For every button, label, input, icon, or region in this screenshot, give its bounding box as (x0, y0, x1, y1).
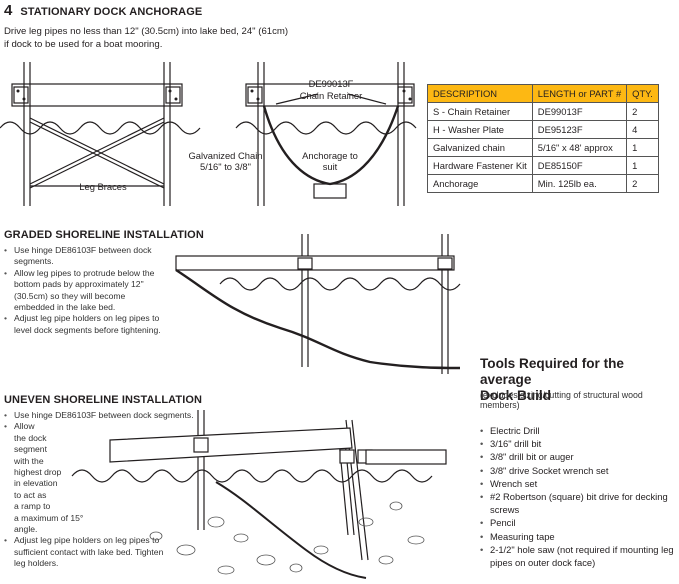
list-item: 3/8" drive Socket wrench set (480, 464, 675, 477)
tools-title-line-1: Tools Required for the average (480, 356, 624, 387)
table-cell: 1 (626, 156, 659, 175)
leg-braces-label: Leg Braces (79, 181, 127, 192)
table-row: Galvanized chain 5/16" x 48' approx 1 (427, 138, 659, 157)
uneven-bullet2-line: highest drop (14, 467, 62, 478)
table-row: H - Washer Plate DE95123F 4 (427, 120, 659, 139)
table-cell: DE85150F (531, 156, 628, 175)
uneven-title: UNEVEN SHORELINE INSTALLATION (4, 394, 203, 406)
list-item: Pencil (480, 516, 675, 529)
graded-title: GRADED SHORELINE INSTALLATION (4, 229, 204, 241)
anchorage-heading: 4 STATIONARY DOCK ANCHORAGE (4, 2, 202, 19)
uneven-bullet2-line: Allow (14, 421, 35, 432)
table-row: Anchorage Min. 125lb ea. 2 (427, 174, 659, 193)
table-cell: S - Chain Retainer (427, 102, 533, 121)
list-item: Adjust leg pipe holders on leg pipes to … (4, 313, 164, 336)
uneven-bullet2-line: segment (14, 444, 47, 455)
anchorage-label-line-2: suit (322, 161, 338, 172)
uneven-bullet2-line: angle. (14, 524, 38, 535)
uneven-bullet2-line: to act as (14, 489, 47, 500)
table-row: S - Chain Retainer DE99013F 2 (427, 102, 659, 121)
list-item: Use hinge DE86103F between dock segments… (4, 410, 194, 422)
uneven-bullet2-line: in elevation (14, 478, 58, 489)
list-item: 2-1/2" hole saw (not required if mountin… (480, 543, 675, 569)
tools-subtitle: (excludes sizing/cutting of structural w… (480, 390, 643, 410)
uneven-bullet2-line: a maximum of 15° (14, 512, 84, 523)
table-cell: Hardware Fastener Kit (427, 156, 533, 175)
graded-shoreline-diagram (175, 234, 461, 374)
tools-heading: Tools Required for the average Dock Buil… (480, 356, 679, 404)
uneven-bullet2-line: a ramp to (14, 501, 51, 512)
list-item: 3/16" drill bit (480, 437, 675, 450)
table-cell: DE95123F (531, 120, 628, 139)
anchorage-label-line-1: Anchorage to (302, 150, 358, 161)
list-item: Allow leg pipes to protrude below the bo… (4, 268, 164, 314)
list-item: #2 Robertson (square) bit drive for deck… (480, 490, 675, 516)
table-row: Hardware Fastener Kit DE85150F 1 (427, 156, 659, 175)
list-item: Use hinge DE86103F between dock segments… (4, 245, 164, 268)
uneven-bullet2-line: the dock (14, 432, 47, 443)
table-cell: H - Washer Plate (427, 120, 533, 139)
galvanized-chain-label: Galvanized Chain 5/16" to 3/8" (178, 150, 273, 172)
table-cell: 5/16" x 48' approx (531, 138, 628, 157)
table-cell: 2 (626, 102, 659, 121)
anchorage-intro-line-1: Drive leg pipes no less than 12" (30.5cm… (4, 26, 289, 37)
table-cell: 4 (626, 120, 659, 139)
parts-header-length: LENGTH or PART # (531, 84, 628, 103)
anchorage-intro-line-2: if dock to be used for a boat mooring. (4, 39, 163, 50)
list-item: Electric Drill (480, 424, 675, 437)
parts-table-header: DESCRIPTION LENGTH or PART # QTY. (427, 84, 659, 103)
table-cell: Galvanized chain (427, 138, 533, 157)
uneven-bullets: Use hinge DE86103F between dock segments… (4, 410, 194, 570)
part-code-label: DE99013F (308, 78, 354, 89)
chain-anchorage-diagram (235, 62, 417, 206)
table-cell: Min. 125lb ea. (531, 174, 628, 193)
uneven-shoreline-diagram (71, 410, 447, 579)
tools-title-line-2: Dock Build (480, 388, 551, 403)
table-cell: Anchorage (427, 174, 533, 193)
chain-retainer-label: Chain Retainer (299, 90, 363, 101)
list-item: Measuring tape (480, 530, 675, 543)
anchorage-title: STATIONARY DOCK ANCHORAGE (20, 6, 203, 18)
anchorage-intro: Drive leg pipes no less than 12" (30.5cm… (4, 25, 384, 51)
tools-list: Electric Drill 3/16" drill bit 3/8" dril… (480, 424, 675, 569)
list-item: 3/8" drill bit or auger (480, 450, 675, 463)
parts-table: DESCRIPTION LENGTH or PART # QTY. S - Ch… (427, 84, 659, 193)
galvanized-chain-label-line-1: Galvanized Chain (188, 150, 263, 161)
table-cell: 2 (626, 174, 659, 193)
list-item: Adjust leg pipe holders on leg pipes to … (4, 535, 174, 569)
uneven-bullet2-line: with the (14, 455, 44, 466)
galvanized-chain-label-line-2: 5/16" to 3/8" (200, 161, 251, 172)
step-number: 4 (4, 2, 13, 19)
table-cell: 1 (626, 138, 659, 157)
graded-bullets: Use hinge DE86103F between dock segments… (4, 245, 164, 336)
table-cell: DE99013F (531, 102, 628, 121)
anchorage-label: Anchorage to suit (296, 150, 364, 172)
list-item: Wrench set (480, 477, 675, 490)
leg-braces-diagram (0, 62, 201, 206)
list-item: Allow the dock segment with the highest … (4, 421, 194, 535)
parts-header-qty: QTY. (626, 84, 659, 103)
parts-header-description: DESCRIPTION (427, 84, 533, 103)
